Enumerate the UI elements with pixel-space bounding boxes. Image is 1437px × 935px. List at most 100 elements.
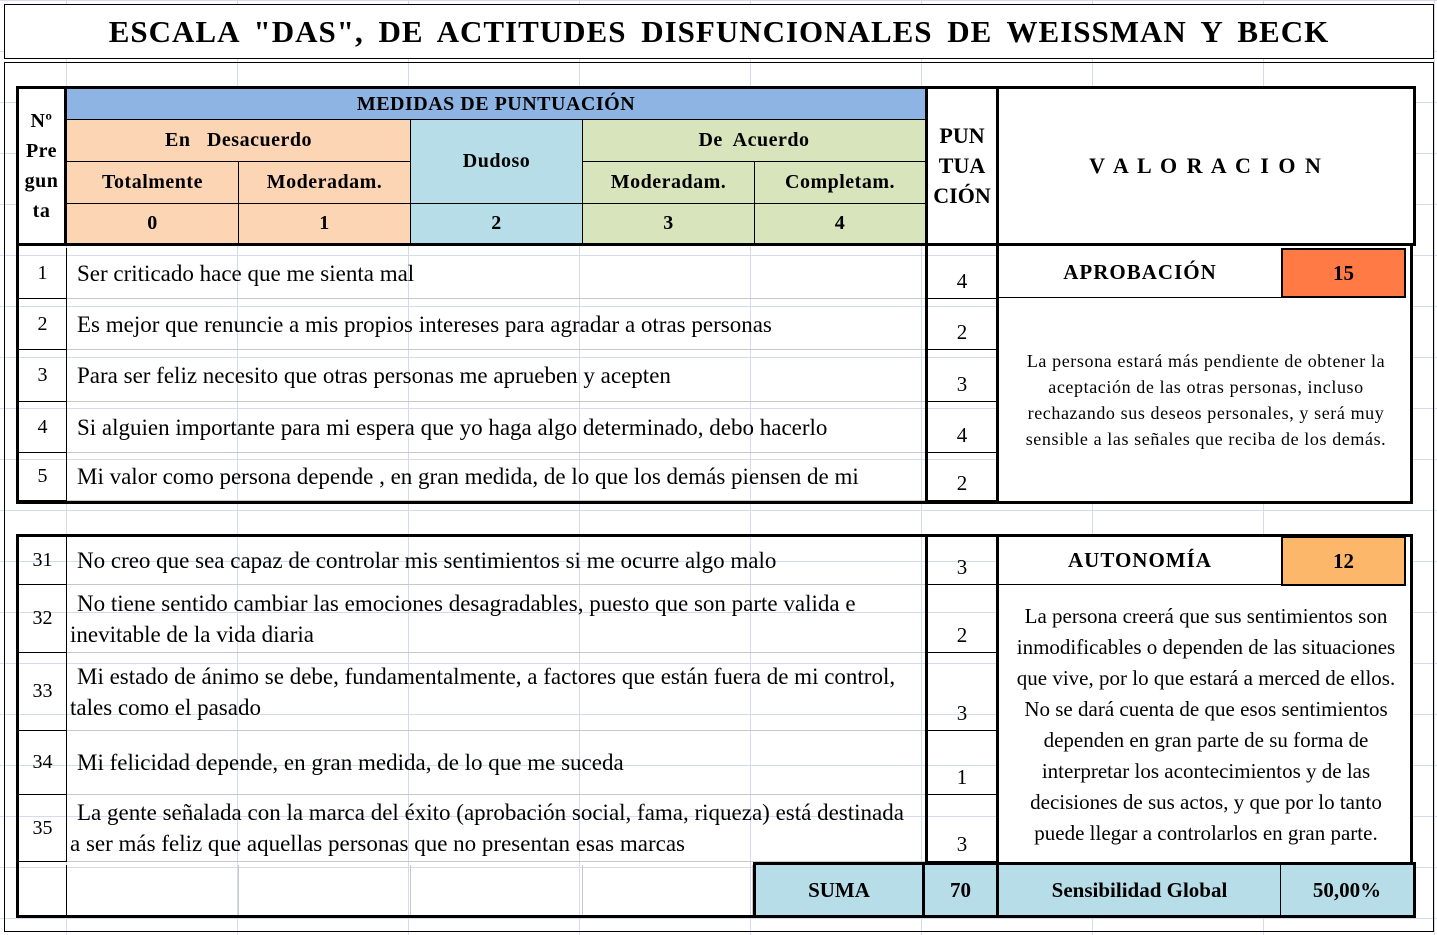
sheet-frame: [4, 62, 1434, 932]
pregunta-line: gun: [24, 170, 59, 192]
question-score: 2: [928, 585, 996, 653]
global-value-cell: 50,00%: [1281, 865, 1413, 915]
section2-valoracion: [999, 534, 1413, 863]
value-2: 2: [411, 204, 583, 243]
question-score: 2: [928, 453, 996, 501]
description-aprobacion: La persona estará más pendiente de obten…: [1003, 300, 1409, 500]
title-bar: ESCALA "DAS", DE ACTITUDES DISFUNCIONALE…: [4, 4, 1434, 59]
valoracion-header: V A L O R A C I O N: [999, 89, 1413, 243]
empty-footer-cell: [19, 865, 67, 915]
question-number: 1: [19, 248, 67, 299]
question-line: Si alguien importante para mi espera que…: [77, 414, 828, 440]
value-3-label: 3: [663, 212, 674, 234]
category-score-value: 15: [1333, 260, 1354, 285]
medidas-label: MEDIDAS DE PUNTUACIÓN: [356, 92, 636, 115]
acuerdo-label: De Acuerdo: [698, 129, 810, 151]
category-label: AUTONOMÍA: [1068, 548, 1212, 572]
suma-value: 70: [950, 877, 971, 902]
medidas-header: MEDIDAS DE PUNTUACIÓN: [67, 89, 925, 120]
question-text: No tiene sentido cambiar las emociones d…: [67, 585, 925, 653]
value-2-label: 2: [491, 212, 502, 234]
question-number: 3: [19, 350, 67, 402]
question-number: 31: [19, 537, 67, 585]
question-text: Si alguien importante para mi espera que…: [67, 402, 925, 453]
acuerdo-header: De Acuerdo: [583, 120, 925, 162]
section1-scores-frame: [925, 246, 999, 504]
suma-value-cell: 70: [925, 865, 999, 915]
puntuacion-line: TUA: [938, 153, 986, 178]
question-number: 2: [19, 299, 67, 350]
question-score: 3: [928, 537, 996, 585]
description-text: La persona creerá que sus sentimientos s…: [1016, 604, 1396, 845]
puntuacion-header: PUN TUA CIÓN: [925, 89, 999, 243]
moderadam2-label: Moderadam.: [610, 171, 727, 193]
desacuerdo-label: En Desacuerdo: [165, 129, 312, 151]
dudoso-label: Dudoso: [462, 150, 531, 172]
global-label: Sensibilidad Global: [1051, 877, 1228, 902]
question-line: Mi valor como persona depende , en gran …: [77, 464, 859, 489]
category-label: APROBACIÓN: [1063, 260, 1217, 284]
question-line: inevitable de la vida diaria: [70, 621, 314, 647]
category-score-aprobacion: 15: [1281, 248, 1406, 298]
empty-footer-cell: [583, 865, 753, 915]
value-0: 0: [67, 204, 239, 243]
question-number: 35: [19, 795, 67, 862]
question-score: 3: [928, 795, 996, 862]
completam-label: Completam.: [785, 171, 895, 193]
question-line: a ser más feliz que aquellas personas qu…: [70, 831, 686, 856]
global-label-cell: Sensibilidad Global: [999, 865, 1281, 915]
question-score: 4: [928, 248, 996, 299]
question-line: Mi estado de ánimo se debe, fundamentalm…: [77, 663, 896, 689]
question-text: Para ser feliz necesito que otras person…: [67, 350, 925, 402]
value-4-label: 4: [834, 212, 846, 234]
category-score-value: 12: [1333, 548, 1354, 573]
pregunta-line: ta: [32, 200, 51, 222]
question-number: 32: [19, 585, 67, 653]
completam-header: Completam.: [755, 162, 925, 204]
moderadam-label: Moderadam.: [266, 171, 383, 193]
question-text: No creo que sea capaz de controlar mis s…: [67, 537, 925, 585]
question-score: 4: [928, 402, 996, 453]
value-1-label: 1: [319, 212, 330, 234]
puntuacion-line: CIÓN: [933, 183, 991, 208]
question-line: tales como el pasado: [70, 694, 261, 720]
question-line: No creo que sea capaz de controlar mis s…: [77, 548, 777, 573]
empty-footer-cell: [67, 865, 239, 915]
question-number: 33: [19, 653, 67, 731]
question-text: Mi felicidad depende, en gran medida, de…: [67, 731, 925, 795]
question-score: 1: [928, 731, 996, 795]
valoracion-label: V A L O R A C I O N: [1089, 153, 1323, 178]
section1-frame: [16, 246, 927, 504]
category-score-autonomia: 12: [1281, 536, 1406, 586]
description-text: La persona estará más pendiente de obten…: [1025, 351, 1387, 449]
puntuacion-line: PUN: [939, 123, 985, 148]
question-line: No tiene sentido cambiar las emociones d…: [77, 590, 856, 616]
question-text: Mi valor como persona depende , en gran …: [67, 453, 925, 501]
desacuerdo-header: En Desacuerdo: [67, 120, 411, 162]
question-score: 2: [928, 299, 996, 350]
question-score: 3: [928, 350, 996, 402]
question-line: La gente señalada con la marca del éxito…: [77, 800, 904, 825]
pregunta-header: Nº Pre gun ta: [19, 89, 67, 243]
section2-frame: [16, 534, 927, 918]
question-line: Ser criticado hace que me sienta mal: [77, 260, 415, 286]
value-0-label: 0: [147, 212, 158, 234]
question-text: Ser criticado hace que me sienta mal: [67, 248, 925, 299]
moderadam2-header: Moderadam.: [583, 162, 755, 204]
empty-footer-cell: [239, 865, 411, 915]
section2-scores-frame: [925, 534, 999, 918]
question-text: La gente señalada con la marca del éxito…: [67, 795, 925, 862]
question-score: 3: [928, 653, 996, 731]
suma-label: SUMA: [808, 877, 870, 902]
dudoso-header: Dudoso: [411, 120, 583, 204]
value-1: 1: [239, 204, 411, 243]
totalmente-label: Totalmente: [102, 171, 203, 193]
empty-footer-cell: [411, 865, 583, 915]
question-number: 5: [19, 453, 67, 501]
page-title: ESCALA "DAS", DE ACTITUDES DISFUNCIONALE…: [108, 13, 1330, 49]
value-4: 4: [755, 204, 925, 243]
category-autonomia: AUTONOMÍA: [999, 537, 1281, 585]
question-line: Para ser feliz necesito que otras person…: [77, 363, 671, 388]
pregunta-line: Nº: [30, 110, 53, 132]
category-aprobacion: APROBACIÓN: [999, 248, 1281, 298]
